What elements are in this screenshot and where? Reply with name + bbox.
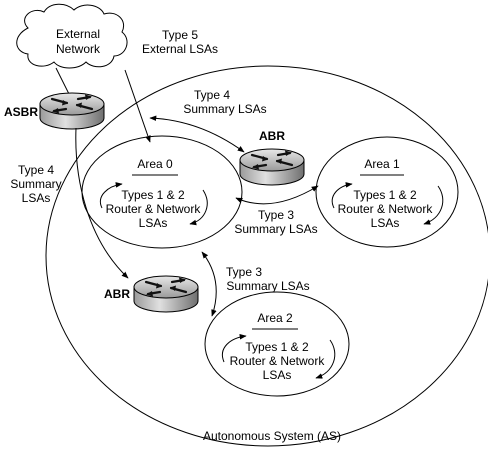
area1-line1: Types 1 & 2: [353, 188, 417, 202]
type3-lower-line1: Type 3: [226, 265, 262, 279]
area2-line2: Router & Network: [230, 354, 326, 368]
type5-label-line2: External LSAs: [142, 42, 218, 56]
cloud-icon: [16, 3, 128, 69]
external-network-line2: Network: [56, 42, 101, 56]
area1-cycle-arrow-left: [331, 182, 353, 209]
area0-line1: Types 1 & 2: [121, 188, 185, 202]
area2-cycle-arrow-left: [222, 334, 247, 363]
type5-label-line1: Type 5: [162, 28, 198, 42]
area0-line2: Router & Network: [106, 202, 202, 216]
type4-top-line2: Summary LSAs: [183, 102, 266, 116]
area0-title: Area 0: [137, 157, 173, 171]
type3-middle-arrow: [235, 185, 319, 205]
area1-title: Area 1: [364, 157, 400, 171]
area1-line3: LSAs: [371, 216, 400, 230]
area0-cycle-arrow-right: [189, 189, 208, 226]
abr-top-label: ABR: [259, 129, 285, 143]
router-icon: [238, 147, 306, 187]
autonomous-system-boundary: [45, 65, 488, 447]
type3-middle-line1: Type 3: [258, 208, 294, 222]
autonomous-system-label: Autonomous System (AS): [203, 429, 341, 443]
type5-arrow: [124, 69, 151, 143]
type4-left-line3: LSAs: [22, 191, 51, 205]
asbr-to-abr-arrow: [75, 127, 129, 279]
external-network-line1: External: [56, 27, 100, 41]
type3-lower-arrow: [201, 251, 217, 317]
area-2-boundary: [204, 291, 350, 397]
asbr-label: ASBR: [4, 105, 38, 119]
area2-title: Area 2: [257, 311, 293, 325]
area2-cycle-arrow-right: [315, 339, 336, 379]
type4-left-line1: Type 4: [18, 163, 54, 177]
area1-line2: Router & Network: [338, 202, 434, 216]
area0-line3: LSAs: [139, 216, 168, 230]
type3-middle-line2: Summary LSAs: [234, 222, 317, 236]
area0-cycle-arrow-left: [100, 182, 123, 209]
router-icon: [132, 274, 200, 314]
type3-lower-line2: Summary LSAs: [226, 279, 309, 293]
area1-cycle-arrow-right: [423, 185, 444, 225]
area2-line3: LSAs: [263, 368, 292, 382]
cloud-to-asbr-link: [55, 67, 71, 97]
abr-bottom-label: ABR: [104, 287, 130, 301]
type4-top-line1: Type 4: [194, 88, 230, 102]
type4-top-arrow: [149, 115, 245, 153]
type4-left-line2: Summary: [10, 177, 61, 191]
router-icon: [38, 91, 106, 131]
area2-line1: Types 1 & 2: [245, 340, 309, 354]
